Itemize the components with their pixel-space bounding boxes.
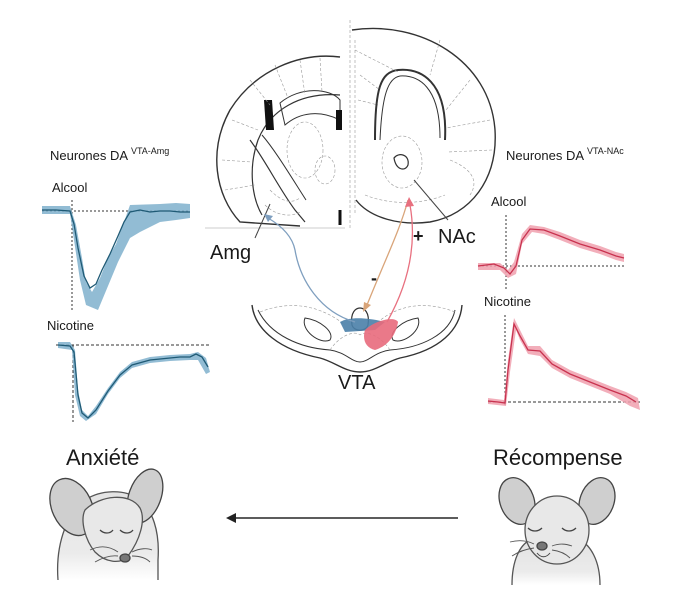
anxious-mouse-illustration xyxy=(49,468,164,581)
mouse-eye-left xyxy=(527,527,543,532)
left-alcool-trace xyxy=(42,200,190,312)
plus-sign: + xyxy=(413,226,424,246)
plus-arrowhead xyxy=(405,197,414,207)
cerebral-peduncle-right xyxy=(391,317,420,342)
mouse-eye-right xyxy=(561,527,577,532)
tract xyxy=(249,139,306,223)
anxiety-arrow xyxy=(226,513,458,523)
left-nicotine-trace xyxy=(56,342,210,422)
minus-sign: - xyxy=(371,268,377,288)
cerebral-peduncle-left xyxy=(303,317,332,342)
left-alcool-label: Alcool xyxy=(52,180,88,195)
nac-label: NAc xyxy=(438,226,476,248)
subregion-lines xyxy=(221,20,351,230)
right-nicotine-label: Nicotine xyxy=(484,294,531,309)
mouse-whiskers xyxy=(509,540,573,559)
sem-band xyxy=(488,318,640,410)
midbrain-outline xyxy=(251,304,463,373)
left-panel-title: Neurones DA VTA-Amg xyxy=(50,146,170,163)
reward-label: Récompense xyxy=(493,445,623,470)
amg-projection-path xyxy=(267,217,356,323)
amg-pointer xyxy=(254,203,271,239)
hippocampus xyxy=(279,90,341,126)
vta-label: VTA xyxy=(338,372,376,394)
sem-band xyxy=(478,225,624,278)
right-panel-title: Neurones DA VTA-NAc xyxy=(506,146,624,163)
mouse-eye-left xyxy=(99,529,114,534)
tract-2 xyxy=(261,134,307,201)
inner-outline xyxy=(251,94,341,216)
plus-projection-path xyxy=(386,204,413,323)
happy-mouse-illustration xyxy=(498,477,616,586)
mouse-nose xyxy=(536,541,548,551)
corpus-callosum xyxy=(374,68,447,141)
vta-nac-projection-area xyxy=(364,319,398,350)
ventricle-2 xyxy=(336,110,342,130)
cortex-outline xyxy=(351,27,496,224)
mouse-head xyxy=(524,495,590,565)
brain-section-nac xyxy=(351,27,496,224)
left-nicotine-label: Nicotine xyxy=(47,318,94,333)
amg-arrowhead xyxy=(264,214,273,222)
arrow-head xyxy=(226,513,236,523)
midbrain-inner xyxy=(257,309,456,363)
brain-section-amygdala xyxy=(205,20,351,239)
sem-band xyxy=(42,203,190,310)
ventricle xyxy=(264,100,274,130)
brain-section-vta xyxy=(251,304,463,373)
mouse-nose xyxy=(119,553,131,563)
right-nicotine-trace xyxy=(487,315,640,410)
mean-line xyxy=(57,344,209,419)
amg-label: Amg xyxy=(210,242,252,264)
subregion-lines xyxy=(354,39,493,215)
cortex-outline xyxy=(216,55,341,227)
anterior-commissure xyxy=(393,154,409,170)
anxiety-label: Anxiété xyxy=(66,445,140,470)
corpus-callosum-inner xyxy=(379,75,441,141)
mean-line xyxy=(42,209,190,289)
mean-line xyxy=(477,228,625,275)
mouse-whiskers xyxy=(89,546,153,563)
minus-arrowhead xyxy=(363,302,371,312)
mean-line xyxy=(487,321,637,404)
mouse-eye-right xyxy=(119,529,134,534)
projection-arrows xyxy=(264,197,414,323)
minus-projection-path xyxy=(366,199,409,306)
nac-pointer xyxy=(413,179,449,221)
mouse-smile xyxy=(536,552,551,558)
right-alcool-label: Alcool xyxy=(491,194,527,209)
right-alcool-trace xyxy=(477,215,626,290)
